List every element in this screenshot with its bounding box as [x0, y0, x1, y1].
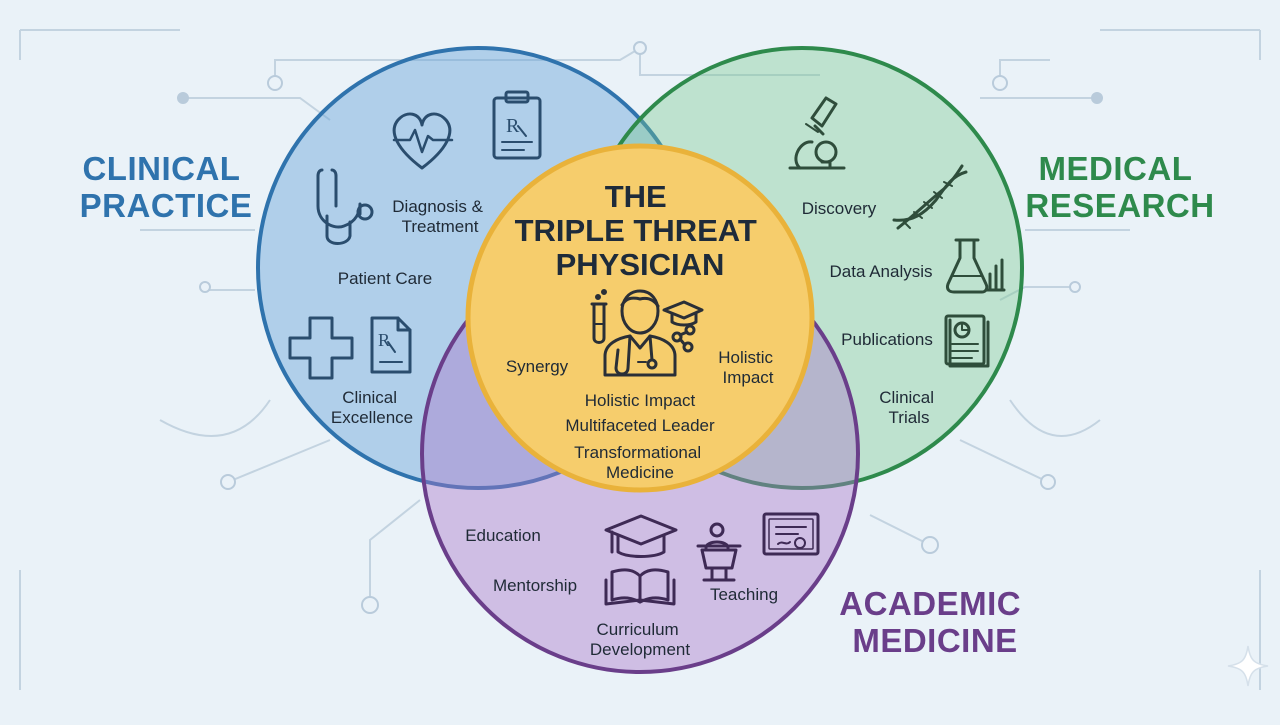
- label-curriculum-development: Curriculum Development: [590, 620, 690, 659]
- graduation-book-icon: [604, 514, 678, 606]
- graduation-cap-icon: [662, 300, 704, 327]
- test-tube-icon: [590, 289, 608, 344]
- label-synergy: Synergy: [506, 357, 569, 376]
- label-teaching: Teaching: [710, 585, 778, 604]
- microscope-icon: [788, 96, 846, 170]
- flask-chart-icon: [946, 238, 1006, 294]
- background-circuit-lines: [19, 29, 1261, 690]
- molecule-icon: [671, 324, 696, 353]
- label-clinical-excellence: Clinical Excellence: [331, 388, 413, 427]
- label-education: Education: [465, 526, 541, 545]
- label-diagnosis-treatment: Diagnosis & Treatment: [392, 197, 487, 236]
- publication-icon: [944, 314, 990, 368]
- heartbeat-icon: [392, 112, 454, 170]
- label-holistic-impact-side: Holistic Impact: [718, 348, 778, 387]
- svg-text:R: R: [378, 330, 390, 350]
- prescription-document-icon: R: [370, 316, 412, 374]
- lectern-icon: [696, 522, 742, 582]
- svg-text:R: R: [506, 115, 520, 137]
- label-data-analysis: Data Analysis: [830, 262, 933, 281]
- triple-threat-center-circle: [465, 143, 815, 493]
- label-patient-care: Patient Care: [338, 269, 433, 288]
- dna-icon: [892, 164, 968, 230]
- medical-research-title: MEDICAL RESEARCH: [1025, 150, 1214, 224]
- clinical-practice-title: CLINICAL PRACTICE: [80, 150, 253, 224]
- certificate-icon: [762, 512, 820, 556]
- label-holistic-impact: Holistic Impact: [585, 391, 696, 410]
- stethoscope-icon: [316, 168, 374, 245]
- label-transformational-medicine: Transformational Medicine: [574, 443, 706, 482]
- prescription-clipboard-icon: R: [492, 90, 542, 160]
- academic-medicine-title: ACADEMIC MEDICINE: [839, 585, 1031, 659]
- physician-icon: [603, 289, 677, 377]
- label-discovery: Discovery: [802, 199, 877, 218]
- sparkle-icon: [1227, 645, 1269, 687]
- medical-cross-icon: [288, 316, 354, 380]
- triple-threat-title: THE TRIPLE THREAT PHYSICIAN: [515, 179, 766, 282]
- label-multifaceted-leader: Multifaceted Leader: [565, 416, 715, 435]
- label-clinical-trials: Clinical Trials: [879, 388, 939, 427]
- label-mentorship: Mentorship: [493, 576, 577, 595]
- background-circuit-nodes: [177, 41, 1103, 614]
- label-publications: Publications: [841, 330, 933, 349]
